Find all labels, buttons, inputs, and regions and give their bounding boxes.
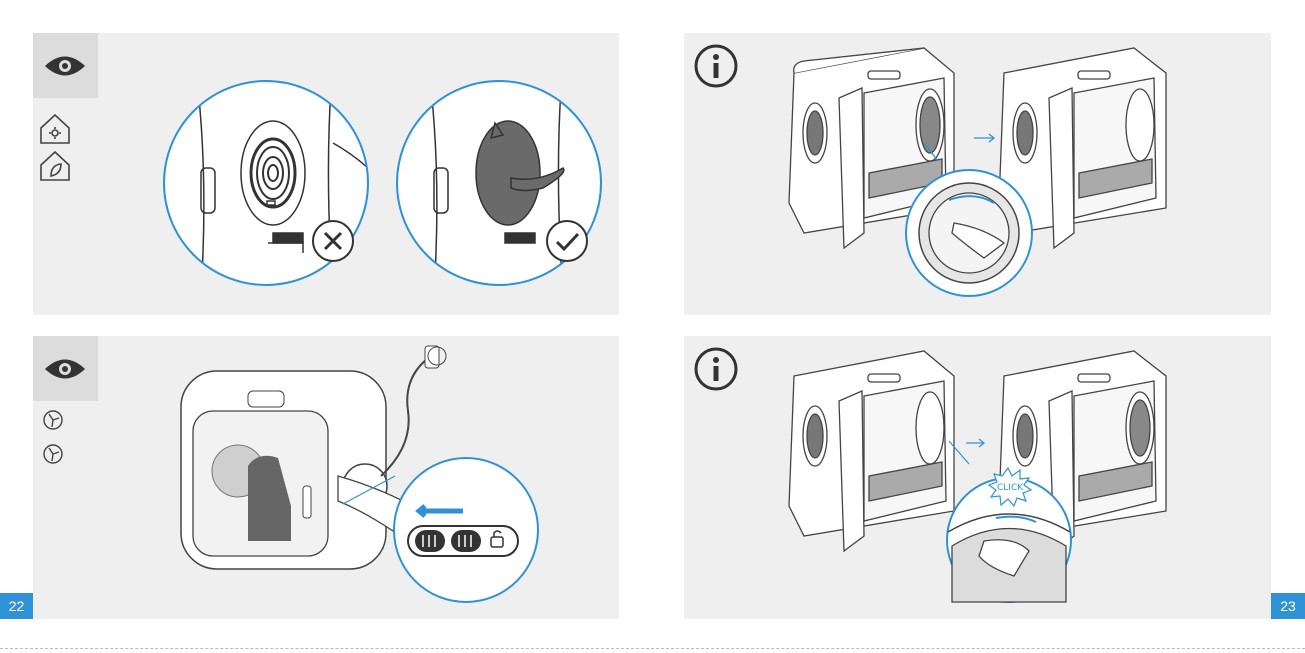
info-icon [696, 349, 736, 389]
panel-door-reinstall: CLICK [684, 336, 1271, 619]
panel-placement-light [33, 33, 619, 315]
panel-hose-connection [33, 336, 619, 619]
panel-door-removal [684, 33, 1271, 315]
click-label: CLICK [997, 483, 1024, 493]
door-removal-illustration [684, 33, 1271, 315]
placement-illustration [33, 33, 619, 315]
page-number-left: 22 [0, 593, 33, 619]
page-number-right: 23 [1271, 593, 1305, 619]
page-bottom-rule [0, 648, 1305, 649]
house-leaf-icon [41, 152, 69, 180]
hose-illustration [33, 336, 619, 619]
fan-icon [44, 445, 62, 463]
door-reinstall-illustration: CLICK [684, 336, 1271, 619]
house-sun-icon [41, 115, 69, 143]
check-icon [547, 221, 587, 261]
info-icon [696, 46, 736, 86]
fan-icon [44, 411, 62, 429]
cross-icon [313, 221, 353, 261]
